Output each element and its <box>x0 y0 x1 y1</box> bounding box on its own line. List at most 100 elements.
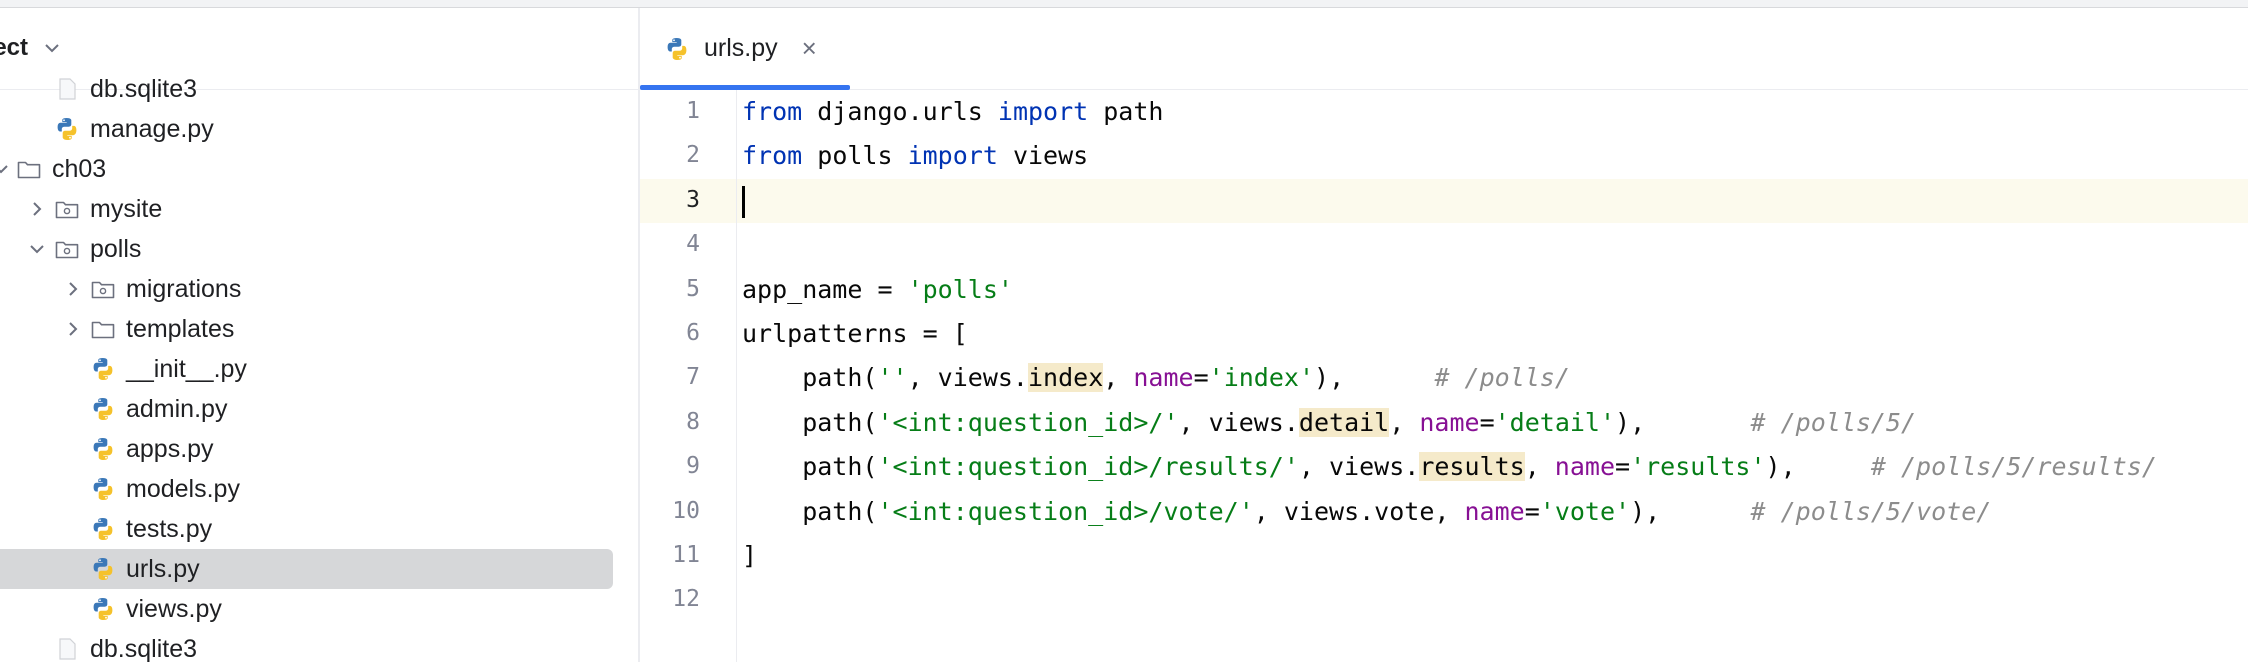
package-folder-icon <box>54 196 80 222</box>
keyword: from <box>742 141 803 171</box>
python-file-icon <box>664 36 690 62</box>
code-text: = <box>1615 452 1631 482</box>
tree-item[interactable]: views.py <box>0 589 638 629</box>
spacer <box>62 518 84 540</box>
tree-item[interactable]: urls.py <box>0 549 638 589</box>
python-file-icon <box>54 116 80 142</box>
comment: # /polls/5/results/ <box>1870 452 2157 482</box>
tab-label: urls.py <box>704 34 778 62</box>
code-line[interactable]: path('<int:question_id>/vote/', views.vo… <box>742 490 1991 534</box>
highlighted-usage: results <box>1419 452 1525 482</box>
text-caret <box>742 185 745 218</box>
chevron-right-icon[interactable] <box>26 198 48 220</box>
spacer <box>62 478 84 500</box>
code-text: urlpatterns = [ <box>742 319 968 348</box>
spacer <box>62 558 84 580</box>
folder-icon <box>16 156 42 182</box>
code-text: path( <box>742 496 878 526</box>
tree-item[interactable]: migrations <box>0 269 638 309</box>
tree-item-label: templates <box>126 314 235 343</box>
project-view-selector[interactable]: oject <box>0 34 62 62</box>
code-line[interactable]: from django.urls import path <box>742 90 1163 134</box>
code-text: = <box>1479 407 1495 437</box>
string-literal: '' <box>877 363 908 393</box>
tree-item[interactable]: __init__.py <box>0 349 638 389</box>
named-argument: name <box>1464 496 1525 526</box>
tree-item[interactable]: polls <box>0 229 638 269</box>
tree-item-label: __init__.py <box>126 354 247 383</box>
python-file-icon <box>90 356 116 382</box>
code-line[interactable]: urlpatterns = [ <box>742 312 968 356</box>
code-line[interactable]: path('<int:question_id>/', views.detail,… <box>742 401 1916 445</box>
chevron-down-icon[interactable] <box>26 238 48 260</box>
tree-item-label: ch03 <box>52 154 107 183</box>
close-icon[interactable]: × <box>801 33 817 63</box>
string-literal: 'detail' <box>1494 407 1616 437</box>
selection-highlight <box>0 549 613 589</box>
code-line[interactable]: path('', views.index, name='index'), # /… <box>742 356 1570 400</box>
current-line-highlight <box>640 178 2248 223</box>
code-text: path( <box>742 407 878 437</box>
code-text: , <box>1524 452 1555 482</box>
panel-splitter[interactable] <box>638 8 640 662</box>
chevron-right-icon[interactable] <box>62 278 84 300</box>
code-line[interactable]: app_name = 'polls' <box>742 268 1013 312</box>
tree-item-label: db.sqlite3 <box>90 634 198 662</box>
active-tab-indicator <box>640 85 850 90</box>
python-file-icon <box>90 516 116 542</box>
spacer <box>62 438 84 460</box>
spacer <box>26 118 48 140</box>
code-text: = <box>1193 363 1209 393</box>
tree-item[interactable]: tests.py <box>0 509 638 549</box>
tree-item-label: db.sqlite3 <box>90 74 198 103</box>
tree-item-label: apps.py <box>126 434 214 463</box>
line-number: 5 <box>686 275 700 302</box>
db-file-icon <box>54 76 80 102</box>
string-literal: '<int:question_id>/vote/' <box>877 496 1254 526</box>
line-number: 2 <box>686 142 700 169</box>
tree-item[interactable]: models.py <box>0 469 638 509</box>
string-literal: '<int:question_id>/' <box>877 407 1179 437</box>
code-text: ), <box>1615 407 1751 437</box>
tree-item[interactable]: apps.py <box>0 429 638 469</box>
tree-item[interactable]: admin.py <box>0 389 638 429</box>
comment: # /polls/ <box>1434 363 1570 393</box>
code-line[interactable]: ] <box>742 534 757 578</box>
tree-item-label: views.py <box>126 594 222 623</box>
code-text: , views. <box>1178 407 1299 437</box>
string-literal: 'vote' <box>1539 496 1631 526</box>
keyword: import <box>997 97 1089 126</box>
code-text: , <box>1389 407 1420 437</box>
comment: # /polls/5/vote/ <box>1750 496 1992 526</box>
chevron-down-icon[interactable] <box>0 158 12 180</box>
line-number: 9 <box>686 453 700 480</box>
chevron-right-icon[interactable] <box>62 318 84 340</box>
string-literal: 'results' <box>1630 452 1766 482</box>
tree-item-label: polls <box>90 234 142 263</box>
python-file-icon <box>90 436 116 462</box>
line-number: 6 <box>686 320 700 346</box>
code-line[interactable] <box>742 179 745 223</box>
highlighted-usage: index <box>1028 363 1104 393</box>
tab-urls-py[interactable]: urls.py × <box>640 8 850 90</box>
tree-item[interactable]: ch03 <box>0 149 638 189</box>
code-text: , views.vote, <box>1253 496 1465 526</box>
tree-item[interactable]: mysite <box>0 189 638 229</box>
spacer <box>26 78 48 100</box>
project-panel: oject db.sqlite3 manage.py ch03 mysite polls… <box>0 8 638 662</box>
code-text: ), <box>1765 452 1871 482</box>
tree-item[interactable]: manage.py <box>0 109 638 149</box>
editor-tab-bar: urls.py × <box>640 8 2248 90</box>
string-literal: '<int:question_id>/results/' <box>877 452 1299 482</box>
tree-item[interactable]: templates <box>0 309 638 349</box>
tree-item[interactable]: db.sqlite3 <box>0 69 638 109</box>
tree-item[interactable]: db.sqlite3 <box>0 629 638 662</box>
python-file-icon <box>90 596 116 622</box>
line-number: 7 <box>686 364 700 391</box>
code-text: views <box>997 141 1089 171</box>
code-line[interactable]: path('<int:question_id>/results/', views… <box>742 445 2157 489</box>
code-line[interactable]: from polls import views <box>742 134 1088 178</box>
code-text: polls <box>802 141 908 171</box>
